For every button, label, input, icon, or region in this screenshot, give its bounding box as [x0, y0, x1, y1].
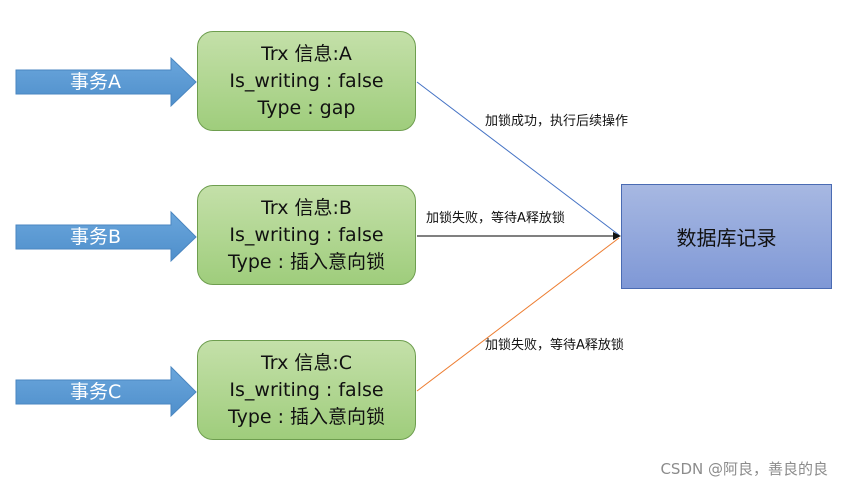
- transaction-a-label: 事务A: [70, 71, 121, 93]
- edge-c-label: 加锁失败，等待A释放锁: [485, 338, 624, 353]
- trx-info-box-c: Trx 信息:C Is_writing : false Type : 插入意向锁: [197, 340, 416, 440]
- edge-b-label: 加锁失败，等待A释放锁: [426, 211, 565, 226]
- trx-info-a: Trx 信息:A: [261, 42, 352, 65]
- edge-a-label: 加锁成功，执行后续操作: [485, 114, 629, 129]
- trx-writing-b: Is_writing : false: [229, 223, 384, 246]
- trx-info-box-a: Trx 信息:A Is_writing : false Type : gap: [197, 31, 416, 131]
- edge-a-line: [416, 81, 620, 236]
- trx-writing-a: Is_writing : false: [229, 69, 384, 92]
- transaction-b-arrow: [15, 210, 197, 263]
- transaction-c-label: 事务C: [70, 381, 122, 403]
- trx-writing-c: Is_writing : false: [229, 378, 384, 401]
- database-record-box: 数据库记录: [621, 184, 832, 289]
- watermark: CSDN @阿良，善良的良: [660, 460, 828, 478]
- trx-info-box-b: Trx 信息:B Is_writing : false Type : 插入意向锁: [197, 185, 416, 285]
- trx-info-c: Trx 信息:C: [260, 351, 353, 374]
- trx-info-b: Trx 信息:B: [261, 196, 352, 219]
- trx-type-b: Type : 插入意向锁: [227, 250, 386, 273]
- edge-arrowhead: [613, 232, 621, 240]
- database-record-label: 数据库记录: [676, 226, 777, 250]
- transaction-a-arrow: [15, 56, 197, 108]
- edge-c-line: [416, 237, 620, 392]
- transaction-c-arrow: [15, 365, 197, 418]
- transaction-b-label: 事务B: [70, 226, 122, 248]
- trx-type-a: Type : gap: [257, 96, 356, 119]
- trx-type-c: Type : 插入意向锁: [227, 405, 386, 428]
